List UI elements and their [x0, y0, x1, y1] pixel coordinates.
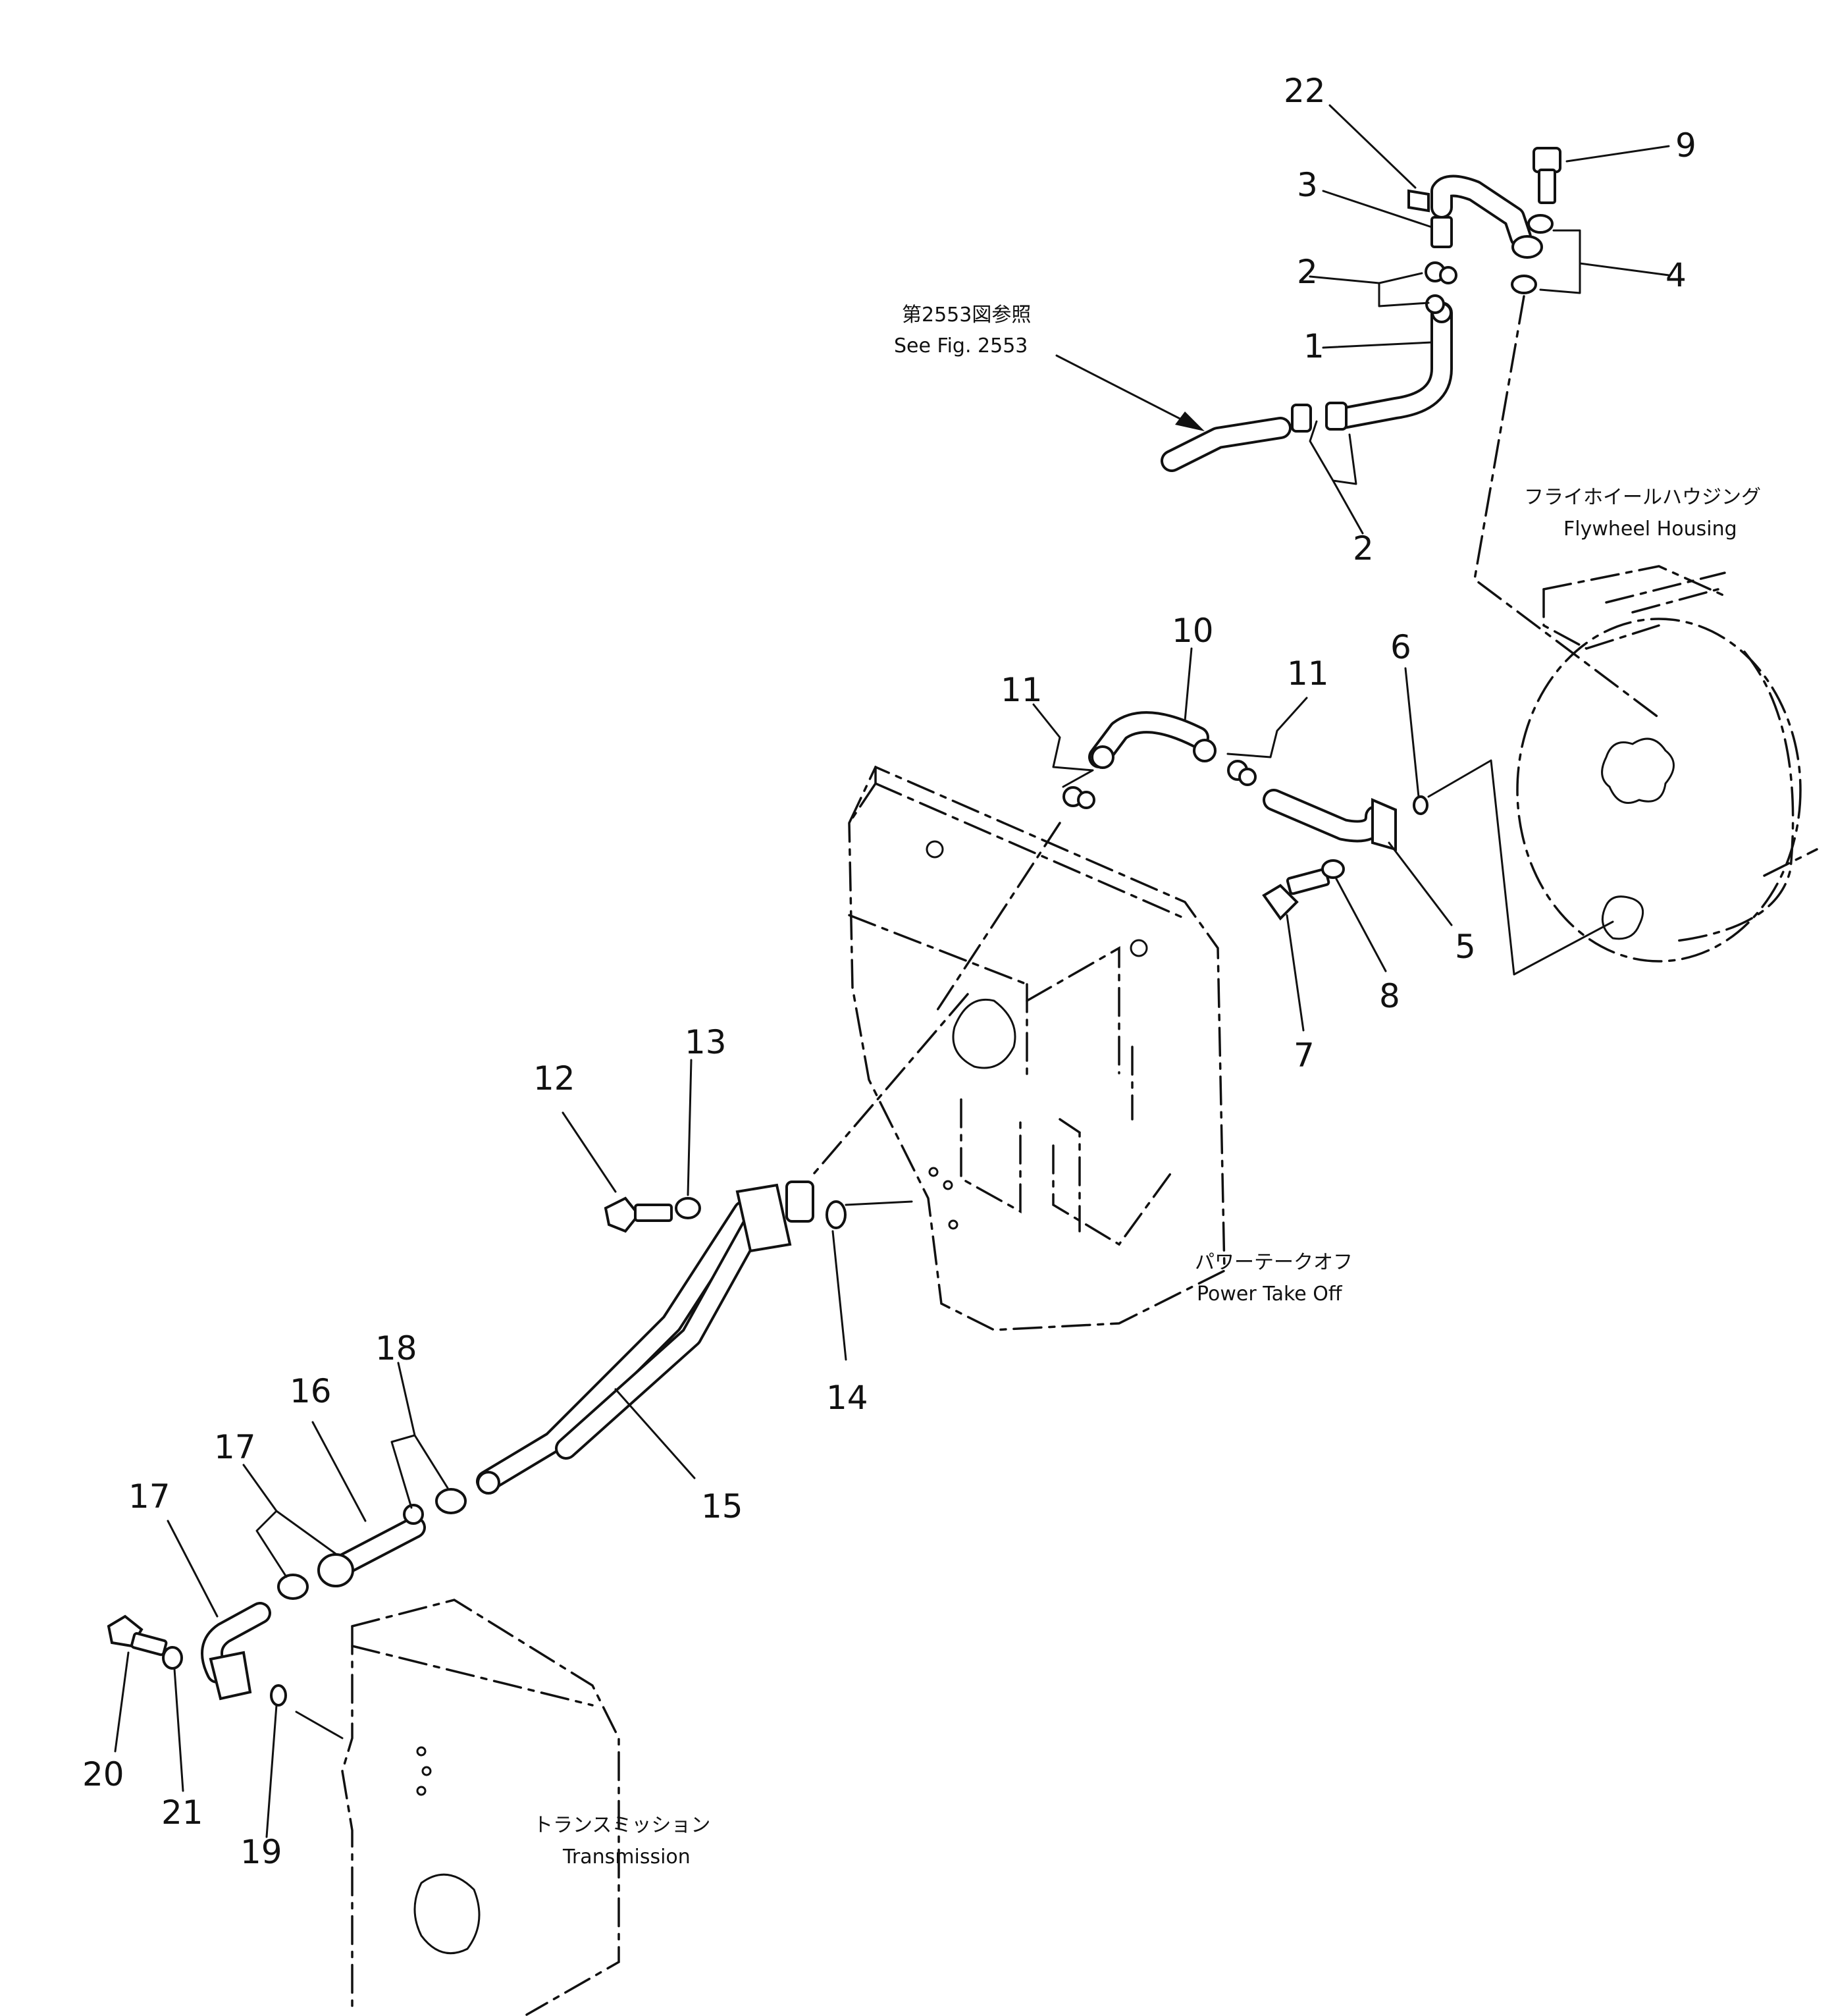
callout-8: 7 [1294, 1036, 1315, 1074]
clamps-part-11 [1062, 760, 1257, 809]
transmission-label-en: Transmission [562, 1845, 691, 1869]
power-take-off-label-jp: パワーテークオフ [1195, 1251, 1353, 1274]
callout-11-left: 11 [1001, 671, 1043, 709]
callout-17-left: 17 [214, 1428, 256, 1466]
callout-21: 21 [161, 1793, 203, 1832]
callout-numbers: 22 3 9 2 4 1 2 10 11 11 6 5 8 7 13 12 14… [82, 72, 1696, 1871]
see-fig-arrowhead [1175, 411, 1205, 431]
callout-2-top: 2 [1297, 253, 1318, 291]
transmission-label-jp: トランスミッション [533, 1814, 710, 1837]
o-ring-part-7 [1413, 795, 1428, 815]
center-lines [295, 295, 1660, 1739]
leader-lines [114, 104, 1670, 1838]
callout-16: 16 [290, 1372, 332, 1410]
power-take-off-label-en: Power Take Off [1197, 1283, 1343, 1306]
callout-20: 20 [82, 1755, 124, 1793]
o-ring-part-13 [825, 1200, 847, 1229]
callout-4: 4 [1665, 256, 1687, 294]
pipe-part-22 [1407, 174, 1543, 259]
callout-6: 5 [1455, 928, 1476, 966]
washer-part-21 [162, 1646, 183, 1670]
power-take-off-drawing [848, 765, 1226, 1331]
bolt-part-5 [1533, 147, 1561, 204]
component-labels: 第2553図参照 See Fig. 2553 フライホイールハウジング Flyw… [533, 304, 1761, 1869]
elbow-part-18 [201, 1602, 271, 1701]
pipe-part-12 [476, 1180, 814, 1495]
pipe-part-1 [1325, 302, 1453, 431]
nipple-part-3 [1430, 216, 1453, 248]
hose-part-16 [317, 1516, 426, 1587]
callout-2-bottom: 2 [1353, 529, 1374, 568]
callout-3: 3 [1297, 166, 1318, 204]
flywheel-housing-label-en: Flywheel Housing [1563, 517, 1737, 541]
clamps-part-2 [1425, 261, 1457, 314]
o-ring-part-19 [270, 1684, 287, 1707]
callout-5: 9 [1675, 126, 1696, 165]
pipe-part-6 [1263, 789, 1397, 851]
washer-part-9 [1321, 859, 1345, 879]
callout-12: 15 [701, 1487, 743, 1525]
transmission-drawing [341, 1599, 620, 2016]
bolt-part-14 [604, 1196, 673, 1233]
washers-part-4 [1511, 214, 1554, 294]
callout-9: 8 [1379, 977, 1400, 1015]
callout-11-right: 11 [1287, 654, 1329, 693]
callout-17-right: 18 [375, 1329, 417, 1367]
callout-10: 10 [1172, 612, 1214, 650]
pipe-see-fig-2553 [1161, 404, 1312, 472]
callout-1: 1 [1303, 327, 1324, 365]
callout-19: 19 [240, 1833, 282, 1871]
callout-15: 13 [685, 1023, 727, 1061]
flywheel-housing-label-jp: フライホイールハウジング [1524, 486, 1761, 509]
callout-14: 12 [533, 1059, 575, 1098]
see-fig-label-en: See Fig. 2553 [894, 334, 1028, 358]
callout-18: 17 [128, 1477, 170, 1516]
washer-part-15 [675, 1197, 701, 1219]
bolt-part-20 [107, 1614, 168, 1657]
callout-13: 14 [826, 1379, 868, 1417]
see-fig-label-jp: 第2553図参照 [902, 304, 1031, 327]
pipe-part-10 [1088, 711, 1217, 769]
callout-22: 22 [1284, 72, 1326, 110]
flywheel-housing-drawing [1516, 565, 1818, 963]
clamps-part-17 [277, 1488, 467, 1600]
bolt-part-8 [1262, 868, 1330, 921]
callout-7: 6 [1390, 628, 1411, 666]
